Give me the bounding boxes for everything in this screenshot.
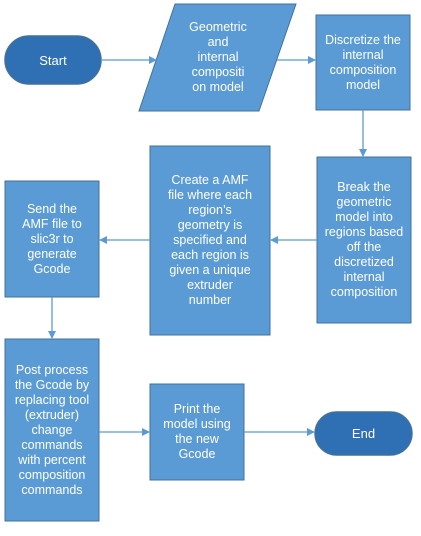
discretize-label: Discretize the internal composition mode… [325,32,401,92]
end-label: End [351,426,376,441]
end-terminal [314,411,413,456]
break-regions-label: Break the geometric model into regions b… [324,180,404,299]
print-model-process-box [149,383,245,481]
start-label: Start [39,52,67,68]
discretize-process-box [315,14,411,111]
geometric-model-input-shape [138,3,297,112]
create-amf-label: Create a AMF file where each region’s ge… [167,173,253,307]
print-model-label: Print the model using the new Gcode [163,402,231,461]
geometric-model-label: Geometric and internal compositi on mode… [189,20,247,94]
post-process-box [4,338,100,522]
post-process-label: Post process the Gcode by replacing tool… [14,362,90,497]
break-regions-process-box [316,156,412,324]
send-amf-label: Send the AMF file to slic3r to generate … [22,201,82,276]
